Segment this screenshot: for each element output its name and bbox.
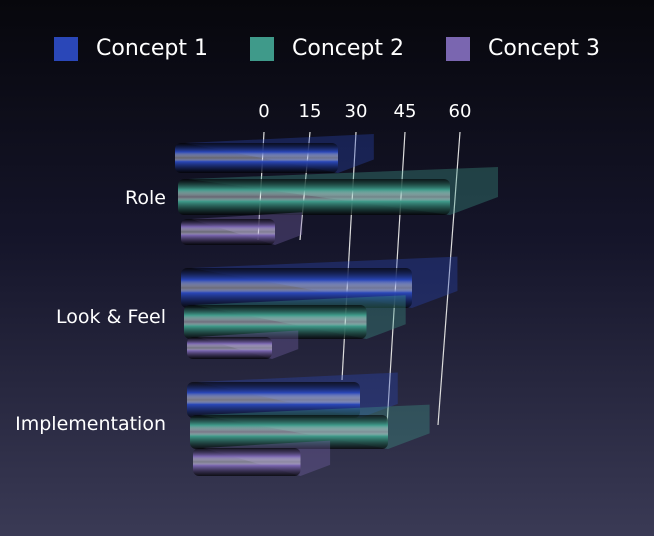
bar [181,268,412,308]
legend: Concept 1 Concept 2 Concept 3 [0,36,654,61]
legend-item-concept-2: Concept 2 [250,36,404,61]
legend-item-concept-1: Concept 1 [54,36,208,61]
legend-label: Concept 3 [487,36,600,61]
bar [190,415,388,449]
legend-label: Concept 1 [96,36,208,61]
legend-swatch [445,36,470,61]
bar [187,337,272,359]
x-tick-label: 45 [394,101,417,122]
category-label: Implementation [15,413,166,435]
legend-swatch [54,36,79,61]
bar [184,305,367,339]
category-label: Look & Feel [56,306,166,328]
category-label: Role [125,187,166,209]
bar [175,143,338,173]
bar [181,219,275,245]
legend-label: Concept 2 [292,36,404,61]
legend-swatch [250,36,274,61]
gridline [437,131,461,426]
x-tick-label: 30 [345,101,368,122]
bar [193,448,301,476]
x-tick-label: 0 [258,101,269,122]
bar [178,179,450,215]
x-tick-label: 60 [449,101,472,122]
legend-item-concept-3: Concept 3 [445,36,600,61]
bar [187,382,360,418]
x-tick-label: 15 [299,101,322,122]
